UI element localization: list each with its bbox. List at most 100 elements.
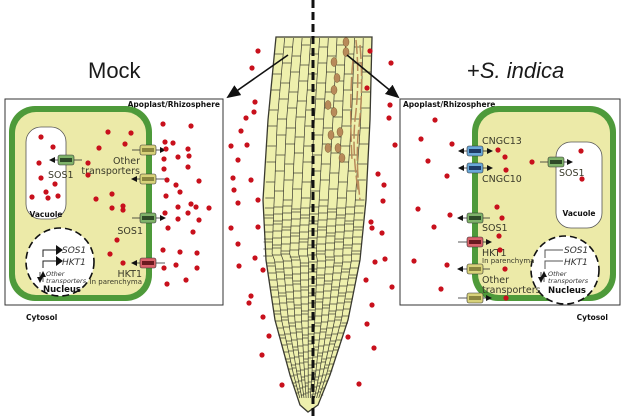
svg-text:SOS1: SOS1 [564, 246, 588, 256]
indica-vacuole-sos1-transporter: SOS1 [540, 156, 585, 179]
ion-dot [259, 352, 265, 358]
ion-dot [185, 146, 191, 152]
pointer-arrow-mock [226, 54, 289, 99]
ion-dot [494, 204, 500, 210]
ion-dot [161, 156, 167, 162]
ion-dot [236, 263, 242, 269]
ion-dot [279, 382, 285, 388]
indica-apoplast-label: Apoplast/Rhizosphere [403, 100, 495, 109]
fungal-spore [333, 73, 341, 83]
ion-dot [249, 65, 255, 71]
ion-dot [163, 193, 169, 199]
ion-dot [495, 147, 501, 153]
svg-text:In parenchyma: In parenchyma [90, 278, 142, 286]
ion-dot [29, 194, 35, 200]
ion-dot [170, 140, 176, 146]
ion-dot [579, 176, 585, 182]
ion-dot [162, 210, 168, 216]
ion-dot [255, 224, 261, 230]
ion-dot [55, 193, 61, 199]
ion-dot [260, 314, 266, 320]
ion-dot [255, 197, 261, 203]
ion-dot [418, 136, 424, 142]
svg-text:CNGC13: CNGC13 [482, 136, 522, 147]
ion-dot [175, 216, 181, 222]
fungal-spore [338, 153, 346, 163]
svg-text:In parenchyma: In parenchyma [482, 257, 534, 265]
ion-dot [160, 121, 166, 127]
svg-text:SOS1: SOS1 [482, 223, 508, 234]
ion-dot [193, 204, 199, 210]
ion-dot [177, 249, 183, 255]
ion-dot [386, 115, 392, 121]
indica-cngc13-transporter: CNGC13 [458, 136, 522, 157]
indica-cngc10-transporter: CNGC10 [458, 162, 522, 185]
fungal-hypha [349, 59, 354, 161]
ion-dot [248, 177, 254, 183]
indica-title: +S. indica [467, 58, 564, 83]
ion-dot [255, 48, 261, 54]
ion-dot [194, 265, 200, 271]
ion-dot [231, 187, 237, 193]
ion-dot [52, 181, 58, 187]
ion-dot [173, 262, 179, 268]
fungal-spore [336, 127, 344, 137]
root-cell-grid [263, 37, 372, 399]
root-cell-file [280, 37, 303, 399]
ion-dot [165, 225, 171, 231]
ion-dot [160, 247, 166, 253]
ion-dot [449, 141, 455, 147]
ion-dot [246, 300, 252, 306]
svg-text:SOS1: SOS1 [559, 168, 585, 179]
ion-dot [372, 259, 378, 265]
ion-dot [175, 204, 181, 210]
ion-dot [194, 250, 200, 256]
indica-other-transporters-label-2: transporters [482, 285, 541, 296]
ion-dot [368, 219, 374, 225]
fungal-spore [330, 107, 338, 117]
ion-dot [387, 102, 393, 108]
root-cell-file [289, 37, 305, 399]
mock-other-transporters-label-1: Other [113, 156, 140, 167]
ion-dot [85, 172, 91, 178]
ion-dot [188, 123, 194, 129]
ion-dot [173, 182, 179, 188]
ion-dot [188, 201, 194, 207]
fungal-spore [324, 100, 332, 110]
ion-dot [230, 175, 236, 181]
ion-dot [432, 117, 438, 123]
ion-dot [238, 128, 244, 134]
indica-other-transporter-in [458, 292, 492, 304]
ion-dot [260, 267, 266, 273]
ion-dot [356, 381, 362, 387]
ion-dot [161, 166, 167, 172]
ion-dot [162, 139, 168, 145]
mock-vacuole-label: Vacuole [29, 210, 62, 219]
ion-dot [375, 171, 381, 177]
ion-dot [381, 182, 387, 188]
indica-gene-other: Other transporters [538, 270, 589, 285]
ion-dot [380, 198, 386, 204]
ion-dot [85, 160, 91, 166]
fungal-hypha [356, 44, 363, 201]
ion-dot [93, 196, 99, 202]
indica-sos1-transporter: SOS1 [457, 212, 508, 234]
ion-dot [503, 295, 509, 301]
fungal-spore [342, 47, 350, 57]
svg-text:CNGC10: CNGC10 [482, 174, 522, 185]
ion-dot [389, 284, 395, 290]
ion-dot [369, 225, 375, 231]
ion-dot [499, 215, 505, 221]
ion-dot [444, 262, 450, 268]
mock-gene-other: Other transporters [37, 270, 87, 285]
ion-dot [243, 115, 249, 121]
indica-cytosol-label: Cytosol [577, 313, 608, 322]
ion-dot [43, 189, 49, 195]
ion-dot [252, 255, 258, 261]
ion-dot [114, 237, 120, 243]
ion-dot [38, 134, 44, 140]
ion-dot [431, 224, 437, 230]
indica-gene-sos1: SOS1 [544, 246, 588, 258]
fungal-spore [334, 143, 342, 153]
ion-dot [345, 334, 351, 340]
